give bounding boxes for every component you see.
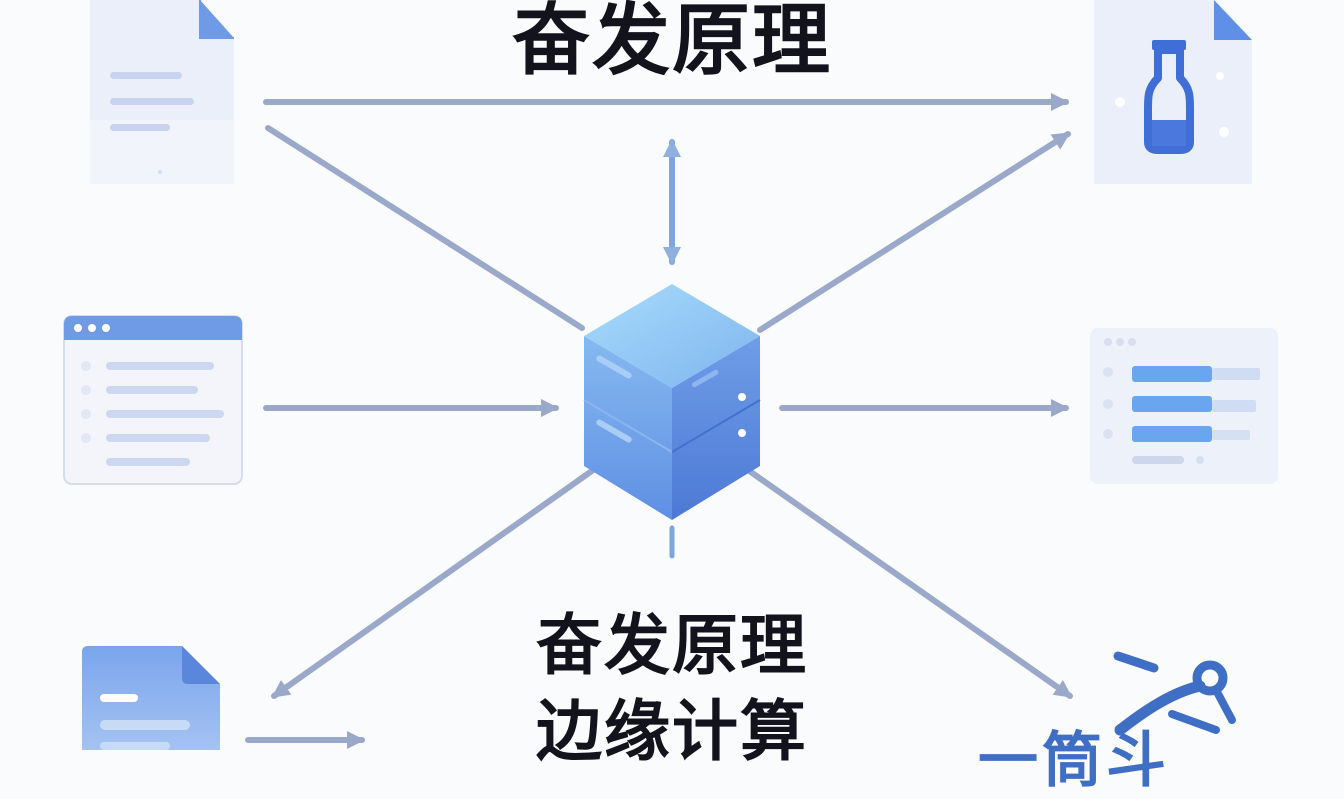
- hub-caption-line-1: 奋发原理: [536, 607, 808, 684]
- arrow-hub-to-bottom-right: [745, 467, 1073, 699]
- compass-tool-icon: [1113, 651, 1236, 736]
- arrow-hub-to-bottom-left: [271, 465, 599, 699]
- server-cube-icon: [583, 284, 761, 520]
- browser-window-icon: [63, 315, 243, 485]
- arrow-hub-to-top-right: [757, 131, 1071, 333]
- flask-document-icon: [1094, 0, 1252, 184]
- document-icon: [82, 646, 220, 750]
- document-icon: [90, 0, 234, 184]
- diagram-title: 奋发原理: [511, 0, 832, 86]
- list-panel-icon: [1090, 328, 1278, 484]
- connectors: [245, 93, 1073, 749]
- bottom-right-label-fragment: 一筒斗: [978, 726, 1170, 796]
- diagram-canvas: [63, 0, 1278, 750]
- arrow-top-left-to-hub: [265, 125, 585, 331]
